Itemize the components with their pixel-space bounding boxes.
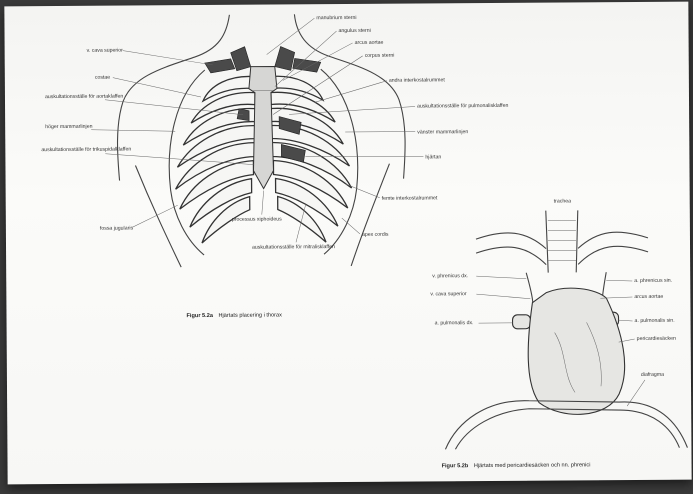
label-diafragma: diafragma: [641, 372, 664, 378]
label-a-pulmonalis-dx: a. pulmonalis dx.: [435, 320, 474, 326]
scanned-page: v. cava superior costae auskultationsstä…: [4, 2, 691, 485]
label-auskultation-pulmonalis: auskultationsställe för pulmonalisklaffe…: [417, 103, 508, 110]
label-auskultation-trikuspidal: auskultationsställe för trikuspidalklaff…: [41, 147, 131, 154]
label-auskultation-mitralis: auskultationsställe för mitralisklaffen: [252, 244, 335, 251]
label-arcus-aortae: arcus aortae: [355, 40, 384, 46]
label-a-phrenicus-sin: a. phrenicus sin.: [634, 278, 672, 284]
fig-a-caption-text: Hjärtats placering i thorax: [218, 312, 282, 318]
label-manubrium-sterni: manubrium sterni: [316, 15, 356, 21]
label-apex-cordis: apex cordis: [362, 232, 389, 238]
label-arcus-aortae-b: arcus aortae: [634, 294, 663, 300]
label-hoger-mammarlinjen: höger mammarlinjen: [45, 124, 92, 130]
thorax-illustration: [117, 14, 406, 268]
label-costae: costae: [95, 75, 110, 81]
label-corpus-sterni: corpus sterni: [365, 53, 395, 59]
label-vanster-mammarlinjen: vänster mammarlinjen: [417, 129, 468, 135]
heart-illustration: [444, 210, 688, 450]
fig-b-caption: Figur 5.2b Hjärtats med pericardiesäcken…: [442, 462, 591, 469]
label-v-phrenicus-dx: v. phrenicus dx.: [432, 273, 468, 279]
label-andra-interkostalrummet: andra interkostalrummet: [389, 77, 446, 83]
fig-b-caption-text: Hjärtats med pericardiesäcken och nn. ph…: [474, 462, 591, 469]
label-v-cava-superior: v. cava superior: [87, 48, 124, 54]
fig-b-caption-number: Figur 5.2b: [442, 463, 469, 469]
label-v-cava-superior-b: v. cava superior: [430, 291, 467, 297]
label-hjartan: hjärtan: [425, 154, 441, 160]
label-a-pulmonalis-sin: a. pulmonalis sin.: [635, 318, 675, 324]
label-fossa-jugularis: fossa jugularis: [100, 225, 134, 231]
label-processus-xiphoideus: processus xiphoideus: [232, 216, 282, 222]
fig-a-caption: Figur 5.2a Hjärtats placering i thorax: [186, 312, 282, 319]
fig-a-labels-right: manubrium sterni angulus sterni arcus ao…: [266, 14, 509, 239]
label-pericardiesacken: pericardiesäcken: [637, 336, 676, 342]
anatomy-diagram: v. cava superior costae auskultationsstä…: [4, 2, 691, 485]
label-femte-interkostalrummet: femte interkostalrummet: [382, 195, 438, 201]
label-angulus-sterni: angulus sterni: [338, 28, 370, 34]
fig-a-caption-number: Figur 5.2a: [186, 313, 213, 319]
label-auskultation-aorta: auskultationsställe för aortaklaffen: [45, 94, 123, 101]
label-trachea: trachea: [554, 198, 571, 204]
left-pulmonary-stub: [513, 315, 531, 329]
